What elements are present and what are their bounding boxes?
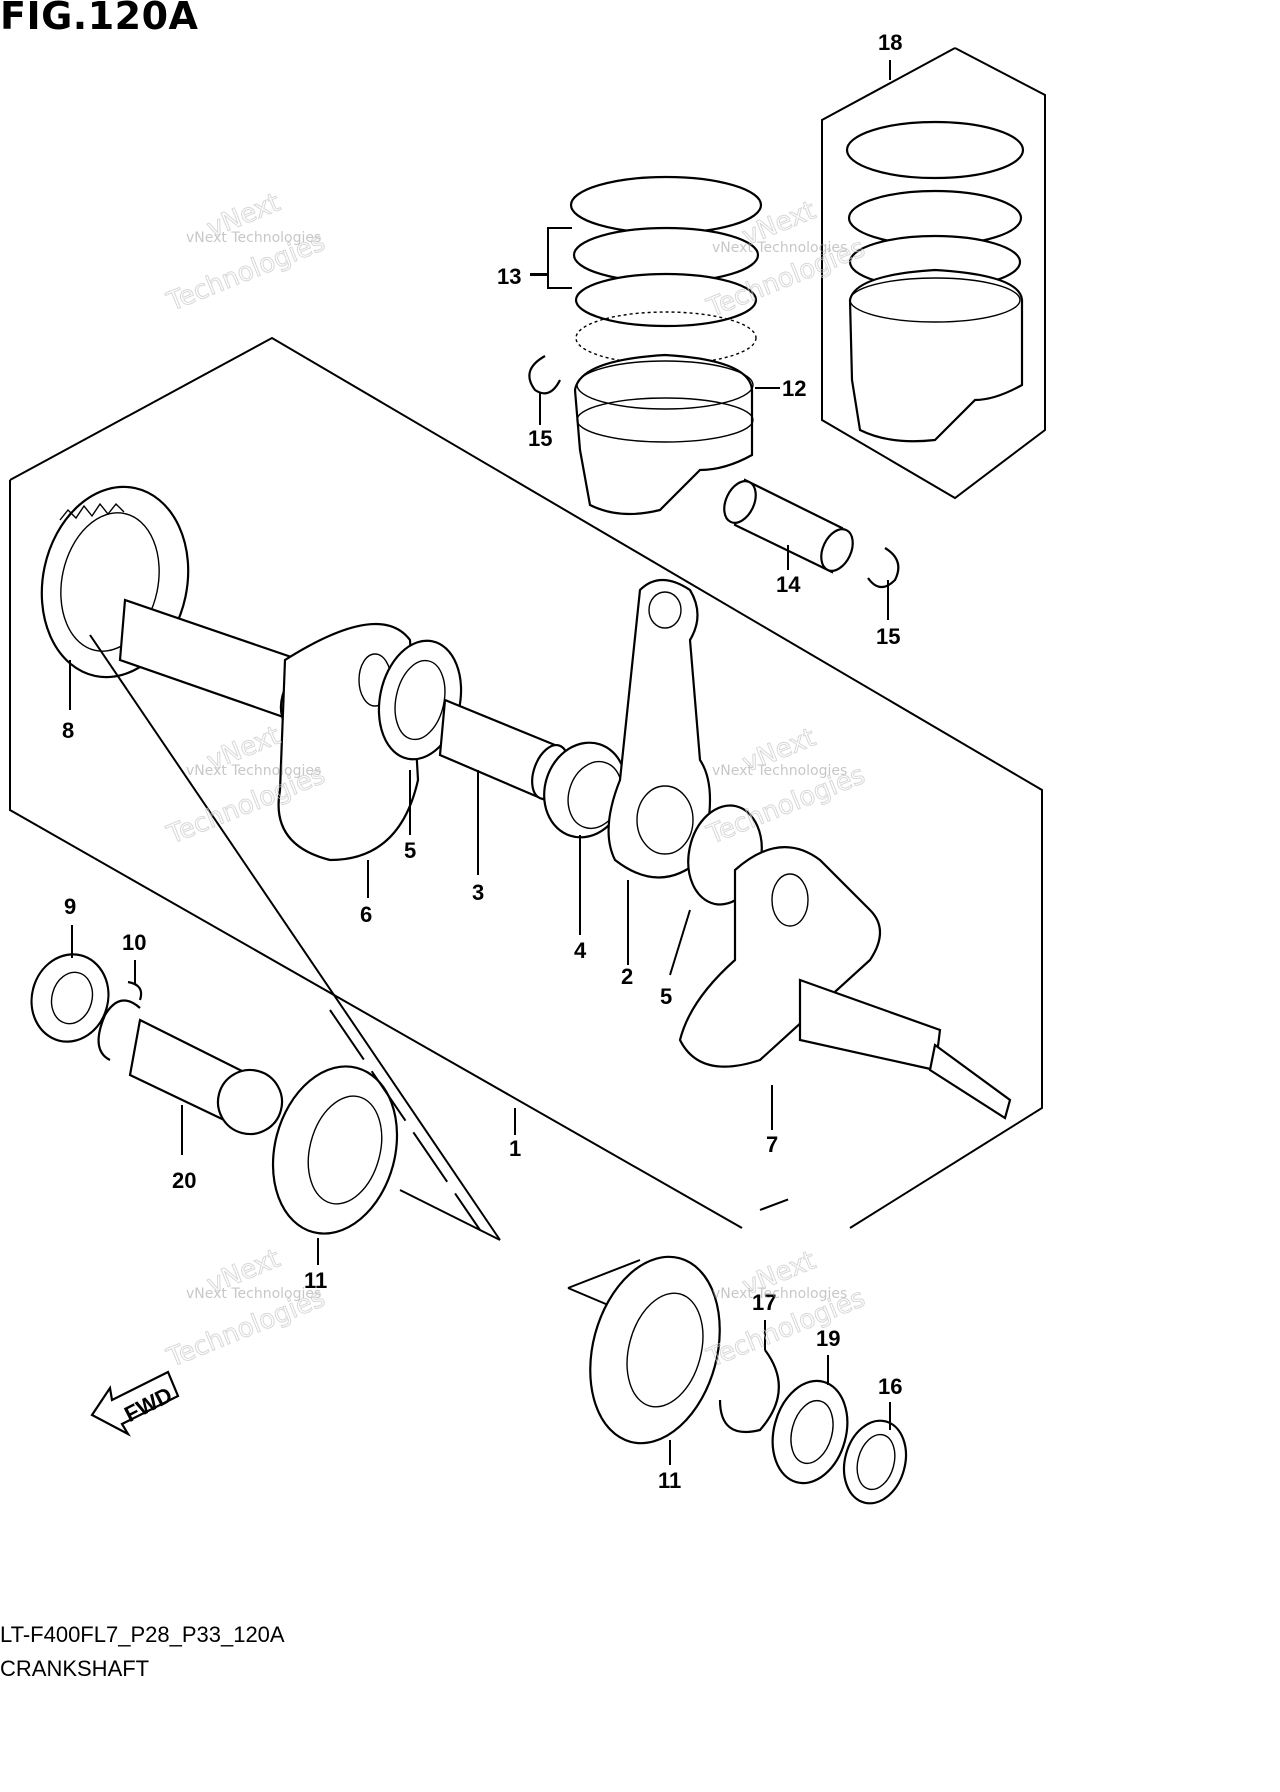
svg-text:vNext Technologies: vNext Technologies [186,763,321,779]
callout-16: 16 [878,1374,902,1399]
callout-3: 3 [472,880,484,905]
callout-6: 6 [360,902,372,927]
boundary-dash-1 [759,1194,801,1211]
callout-11a: 11 [304,1268,327,1293]
callout-14: 14 [776,572,801,597]
diagram-caption: CRANKSHAFT [0,1656,150,1681]
callout-18: 18 [878,30,902,55]
figure-title: FIG.120A [0,0,199,38]
bearing-9 [30,953,110,1043]
callout-15b: 15 [876,624,900,649]
crankshaft-left-half [118,598,463,862]
circlip-lower [867,547,900,589]
svg-text:vNext Technologies: vNext Technologies [712,763,847,779]
circlip-10 [97,999,141,1061]
assembly-boundary [9,336,1043,1229]
callout-2: 2 [621,964,633,989]
model-code: LT-F400FL7_P28_P33_120A [0,1622,285,1647]
ring-bracket-13 [547,227,572,289]
assembly-boundary-left [9,480,743,1229]
callout-5b: 5 [660,984,672,1009]
svg-text:vNext Technologies: vNext Technologies [712,1286,847,1302]
callout-4: 4 [574,938,587,963]
oil-seal-16 [842,1419,908,1505]
sleeve-20 [128,1018,284,1136]
circlip-upper [528,355,561,395]
svg-text:vNext Technologies: vNext Technologies [186,230,321,246]
circlip-17 [718,1349,780,1434]
lower-group-boundary [567,1259,641,1289]
svg-text:vNext Technologies: vNext Technologies [712,240,847,256]
fwd-arrow: FWD [90,1370,180,1437]
main-bearing-left [271,1065,399,1235]
leader-lines [69,60,891,1465]
piston-pin [723,478,854,574]
callout-15a: 15 [528,426,552,451]
callout-19: 19 [816,1326,840,1351]
callout-8: 8 [62,718,74,743]
bearing-19 [771,1379,849,1485]
callout-20: 20 [172,1168,196,1193]
callout-1: 1 [509,1136,521,1161]
piston-set [845,120,1025,443]
watermark-1: vNext Technologies vNext Technologies [162,187,330,318]
callout-10: 10 [122,930,146,955]
callout-9: 9 [64,894,76,919]
callout-11b: 11 [658,1468,681,1493]
callout-17: 17 [752,1290,776,1315]
callout-7: 7 [766,1132,778,1157]
crankshaft-right-half [678,846,1012,1120]
callout-5a: 5 [404,838,416,863]
callout-12: 12 [782,376,806,401]
main-bearing-right [589,1255,721,1445]
watermark-4: vNext Technologies vNext Technologies [702,722,870,851]
svg-text:vNext Technologies: vNext Technologies [186,1286,321,1302]
watermark-6: vNext Technologies vNext Technologies [702,1245,870,1374]
piston-set-boundary [821,47,1046,500]
callout-13: 13 [497,264,521,289]
piston-rings [569,175,763,365]
piston [573,353,754,516]
watermark-5: vNext Technologies vNext Technologies [162,1243,330,1374]
